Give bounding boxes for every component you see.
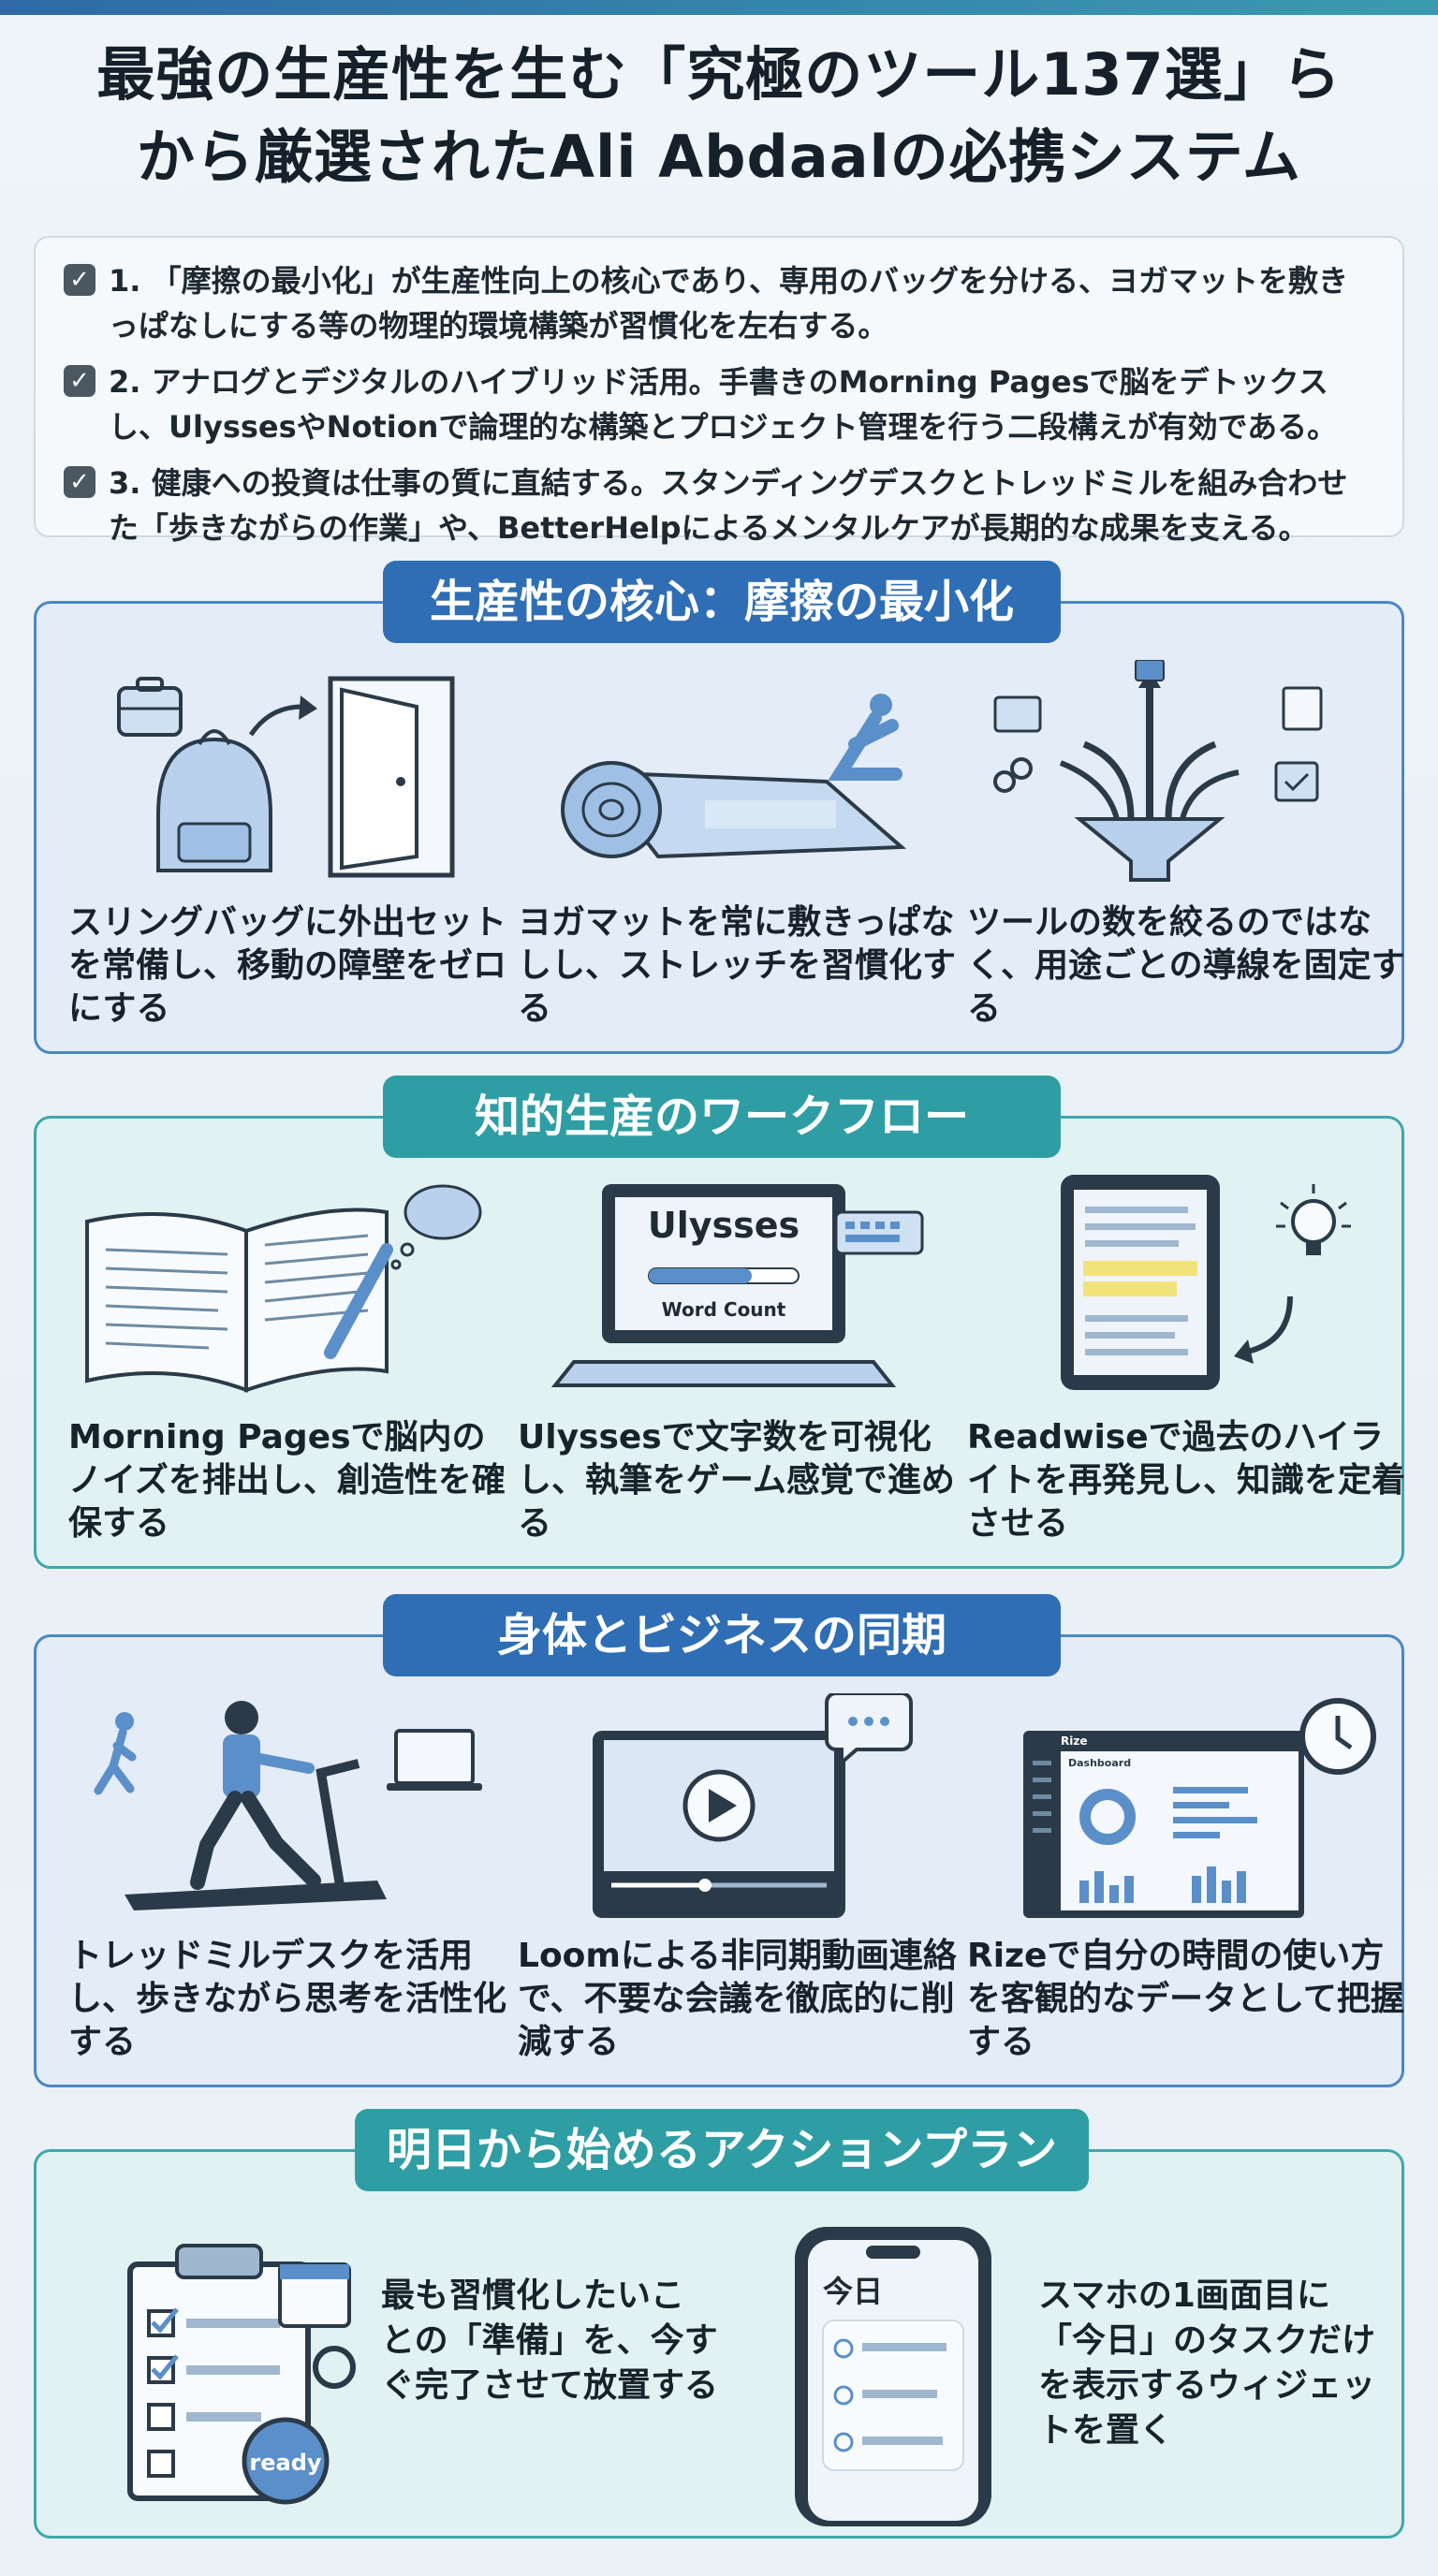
card-caption: Rizeで自分の時間の使い方を客観的なデータとして把握する: [967, 1937, 1404, 2061]
today-label: 今日: [823, 2274, 883, 2309]
card-caption: Morning Pagesで脳内のノイズを排出し、創造性を確保する: [68, 1418, 506, 1543]
checklist-icon: ready: [127, 2244, 356, 2505]
ready-badge-label: ready: [249, 2450, 321, 2476]
card-caption: Loomによる非同期動画連絡で、不要な会議を徹底的に削減する: [518, 1937, 957, 2061]
card-caption: スリングバッグに外出セットを常備し、移動の障壁をゼロにする: [68, 903, 507, 1028]
section-action-plan: 明日から始めるアクションプラン ready 最も習慣化したいことの「準備」を、今…: [34, 2109, 1404, 2539]
dashboard-label: Dashboard: [1068, 1757, 1132, 1769]
summary-text: 2. アナログとデジタルのハイブリッド活用。手書きのMorning Pagesで…: [109, 364, 1338, 445]
summary-item: ✓ 1. 「摩擦の最小化」が生産性向上の核心であり、専用のバッグを分ける、ヨガマ…: [64, 258, 1374, 348]
treadmill-icon: [94, 1701, 482, 1910]
section-body-business: 身体とビジネスの同期 トレッドミルデスクを活用し、歩きながら思考を活性化する: [34, 1594, 1404, 2087]
section-title: 明日から始めるアクションプラン: [355, 2109, 1089, 2191]
funnel-arrows-icon: [993, 660, 1323, 882]
section-title: 知的生産のワークフロー: [383, 1076, 1061, 1158]
notebook-icon: [85, 1184, 482, 1393]
title-line-1: 最強の生産性を生む「究極のツール137選」ら: [96, 40, 1342, 109]
section-workflow: 知的生産のワークフロー Morning Pagesで脳内のノイズを排出し、創造性…: [34, 1076, 1406, 1569]
card-caption: トレッドミルデスクを活用し、歩きながら思考を活性化する: [68, 1937, 507, 2061]
tablet-highlight-icon: [1061, 1175, 1351, 1390]
card-caption: ヨガマットを常に敷きっぱなしし、ストレッチを習慣化する: [518, 903, 957, 1028]
summary-text: 1. 「摩擦の最小化」が生産性向上の核心であり、専用のバッグを分ける、ヨガマット…: [109, 263, 1348, 344]
video-player-icon: [593, 1693, 913, 1918]
checkbox-icon: ✓: [64, 466, 95, 498]
top-accent-bar: [0, 0, 1438, 15]
summary-item: ✓ 3. 健康への投資は仕事の質に直結する。スタンディングデスクとトレッドミルを…: [64, 461, 1374, 550]
rize-label: Rize: [1061, 1734, 1088, 1748]
bag-door-icon: [117, 676, 455, 878]
card-caption: ツールの数を絞るのではなく、用途ごとの導線を固定する: [967, 903, 1405, 1028]
smartphone-widget-icon: 今日: [795, 2227, 991, 2526]
yoga-mat-icon: [561, 694, 907, 859]
dashboard-icon: [1023, 1698, 1376, 1918]
laptop-ulysses-icon: [550, 1184, 924, 1387]
summary-text: 3. 健康への投資は仕事の質に直結する。スタンディングデスクとトレッドミルを組み…: [109, 465, 1348, 546]
action-caption: 最も習慣化したいことの「準備」を、今すぐ完了させて放置する: [381, 2276, 719, 2405]
summary-box: ✓ 1. 「摩擦の最小化」が生産性向上の核心であり、専用のバッグを分ける、ヨガマ…: [34, 236, 1404, 546]
section-title: 身体とビジネスの同期: [383, 1594, 1061, 1676]
section-title: 生産性の核心：摩擦の最小化: [383, 561, 1061, 643]
word-count-label: Word Count: [661, 1298, 786, 1321]
card-caption: Ulyssesで文字数を可視化し、執筆をゲーム感覚で進める: [518, 1418, 955, 1543]
card-caption: Readwiseで過去のハイライトを再発見し、知識を定着させる: [967, 1418, 1406, 1543]
checkbox-icon: ✓: [64, 365, 95, 397]
summary-item: ✓ 2. アナログとデジタルのハイブリッド活用。手書きのMorning Page…: [64, 359, 1374, 449]
title-line-2: から厳選されたAli Abdaalの必携システム: [137, 123, 1301, 191]
ulysses-label: Ulysses: [647, 1205, 800, 1246]
page-title: 最強の生産性を生む「究極のツール137選」ら から厳選されたAli Abdaal…: [0, 34, 1438, 198]
action-caption: スマホの1画面目に「今日」のタスクだけを表示するウィジェットを置く: [1038, 2276, 1376, 2450]
section-friction: 生産性の核心：摩擦の最小化 スリングバッグに外出セットを常備し、移動の障壁をゼロ…: [34, 561, 1405, 1054]
checkbox-icon: ✓: [64, 264, 95, 296]
